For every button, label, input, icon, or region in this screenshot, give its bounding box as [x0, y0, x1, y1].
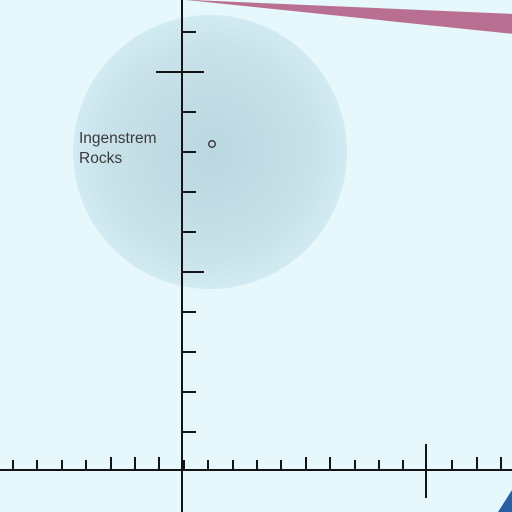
place-label-line-2: Rocks: [79, 150, 122, 167]
road-segment[interactable]: [146, 0, 512, 34]
circle-marker-icon[interactable]: [208, 140, 216, 148]
place-label-line-1: Ingenstrem: [79, 130, 157, 147]
vertical-axis-ticks: [156, 31, 204, 433]
horizontal-axis-ticks: [12, 444, 502, 498]
water-edge: [498, 490, 512, 512]
rocks-area-shading: [73, 15, 347, 289]
place-label: Ingenstrem Rocks: [79, 130, 161, 167]
